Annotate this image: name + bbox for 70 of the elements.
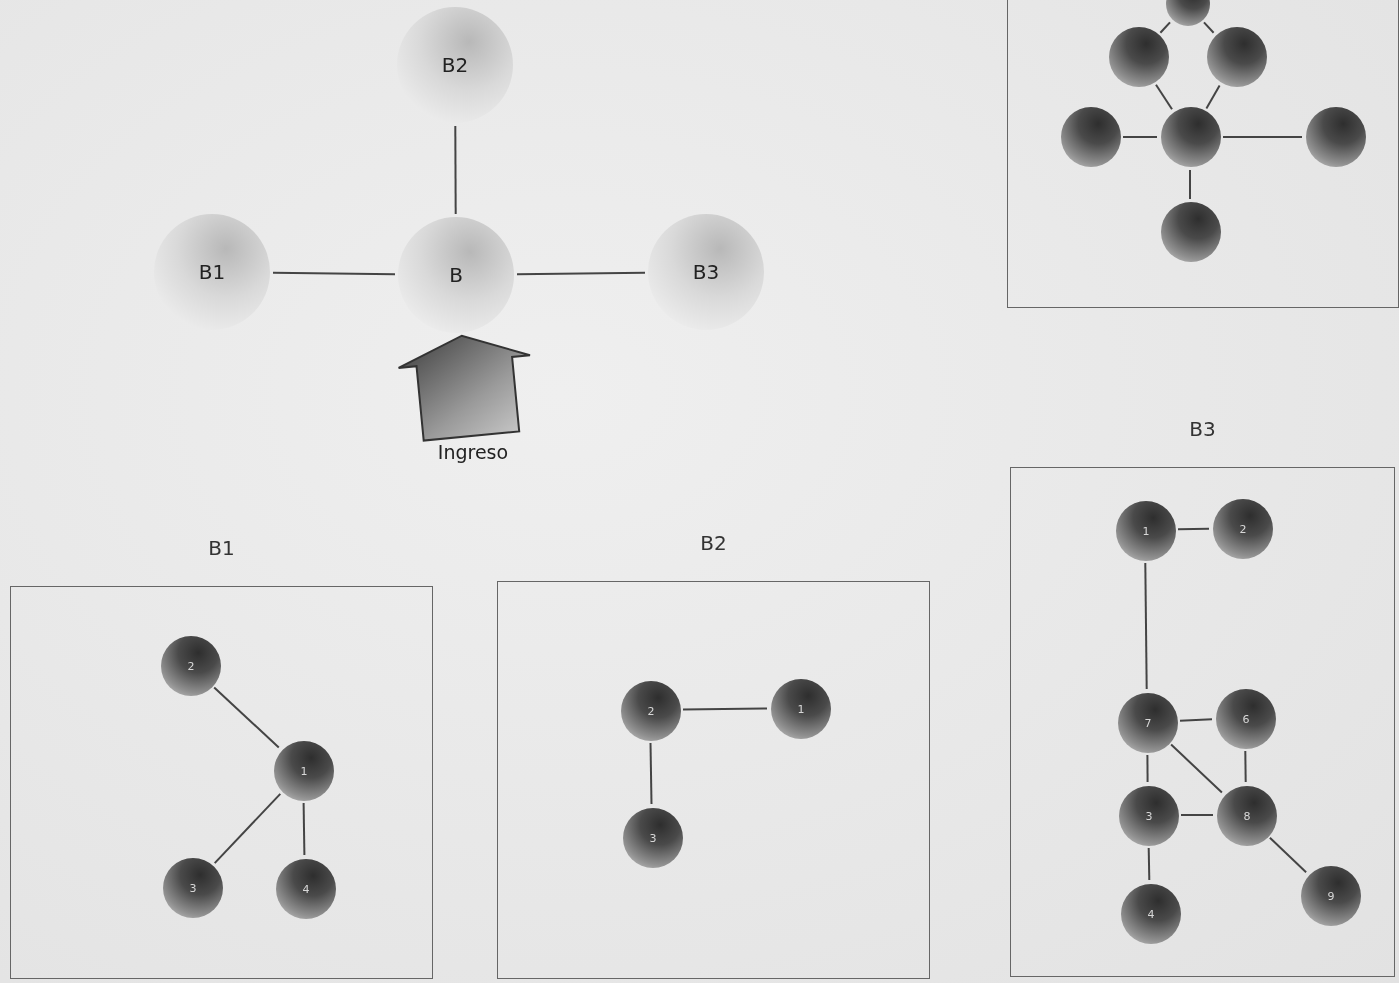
- connector-line: [1222, 136, 1303, 138]
- sphere: [1121, 884, 1181, 944]
- connector-line: [1179, 718, 1213, 722]
- connector-line: [1122, 136, 1158, 138]
- sphere-label: B2: [441, 53, 469, 77]
- sphere: [1118, 693, 1178, 753]
- sphere-label: B3: [692, 260, 720, 284]
- sphere: [1216, 689, 1276, 749]
- sphere-label: 1: [797, 702, 805, 716]
- sphere: [1306, 107, 1366, 167]
- sphere: [274, 741, 334, 801]
- sphere: [1213, 499, 1273, 559]
- panel-heading: B3: [1188, 416, 1217, 442]
- sphere: [1109, 27, 1169, 87]
- panel-heading: B2: [699, 530, 728, 556]
- sphere: [1116, 501, 1176, 561]
- sphere-label: 8: [1243, 809, 1251, 823]
- sphere-label: 1: [300, 764, 308, 778]
- connector-line: [1146, 754, 1149, 783]
- sphere-label: 9: [1327, 889, 1335, 903]
- sphere-label: B1: [198, 260, 226, 284]
- connector-line: [1268, 836, 1308, 874]
- connector-line: [1170, 743, 1223, 794]
- sphere-label: 2: [647, 704, 655, 718]
- connector-line: [1180, 814, 1214, 816]
- sphere: [1061, 107, 1121, 167]
- connector-line: [1189, 169, 1191, 200]
- connector-line: [213, 686, 280, 749]
- sphere: [163, 858, 223, 918]
- sphere-label: B: [449, 263, 463, 287]
- sphere-label: 1: [1142, 524, 1150, 538]
- input-label: Ingreso: [425, 440, 521, 464]
- connector-line: [1159, 21, 1171, 34]
- block-arrow: [397, 334, 531, 442]
- sphere: [1161, 107, 1221, 167]
- sphere-label: 3: [649, 831, 657, 845]
- sphere: [1217, 786, 1277, 846]
- panel-heading: B1: [207, 535, 236, 561]
- connector-line: [1155, 83, 1173, 111]
- sphere-label: 2: [1239, 522, 1247, 536]
- sphere: [1207, 27, 1267, 87]
- sphere: [1301, 866, 1361, 926]
- sphere-label: 4: [1147, 907, 1155, 921]
- sphere-label: 3: [1145, 809, 1153, 823]
- connector-line: [1203, 21, 1215, 34]
- connector-line: [1144, 562, 1148, 690]
- sphere-label: 4: [302, 882, 310, 896]
- connector-line: [1147, 847, 1151, 881]
- sphere-label: 6: [1242, 712, 1250, 726]
- connector-line: [213, 792, 282, 865]
- sphere: [621, 681, 681, 741]
- sphere: [1119, 786, 1179, 846]
- sphere: [276, 859, 336, 919]
- sphere-label: 3: [189, 881, 197, 895]
- connector-line: [302, 802, 306, 856]
- sphere: [1161, 202, 1221, 262]
- sphere: [771, 679, 831, 739]
- connector-line: [516, 271, 646, 276]
- sphere-label: 7: [1144, 716, 1152, 730]
- sphere: [161, 636, 221, 696]
- connector-line: [1177, 527, 1210, 531]
- connector-line: [1244, 750, 1247, 783]
- sphere-label: 2: [187, 659, 195, 673]
- connector-line: [272, 271, 396, 276]
- connector-line: [454, 125, 457, 215]
- panel-frame: [1007, 0, 1399, 308]
- sphere: [623, 808, 683, 868]
- connector-line: [1205, 84, 1221, 110]
- connector-line: [649, 742, 653, 805]
- connector-line: [682, 707, 768, 711]
